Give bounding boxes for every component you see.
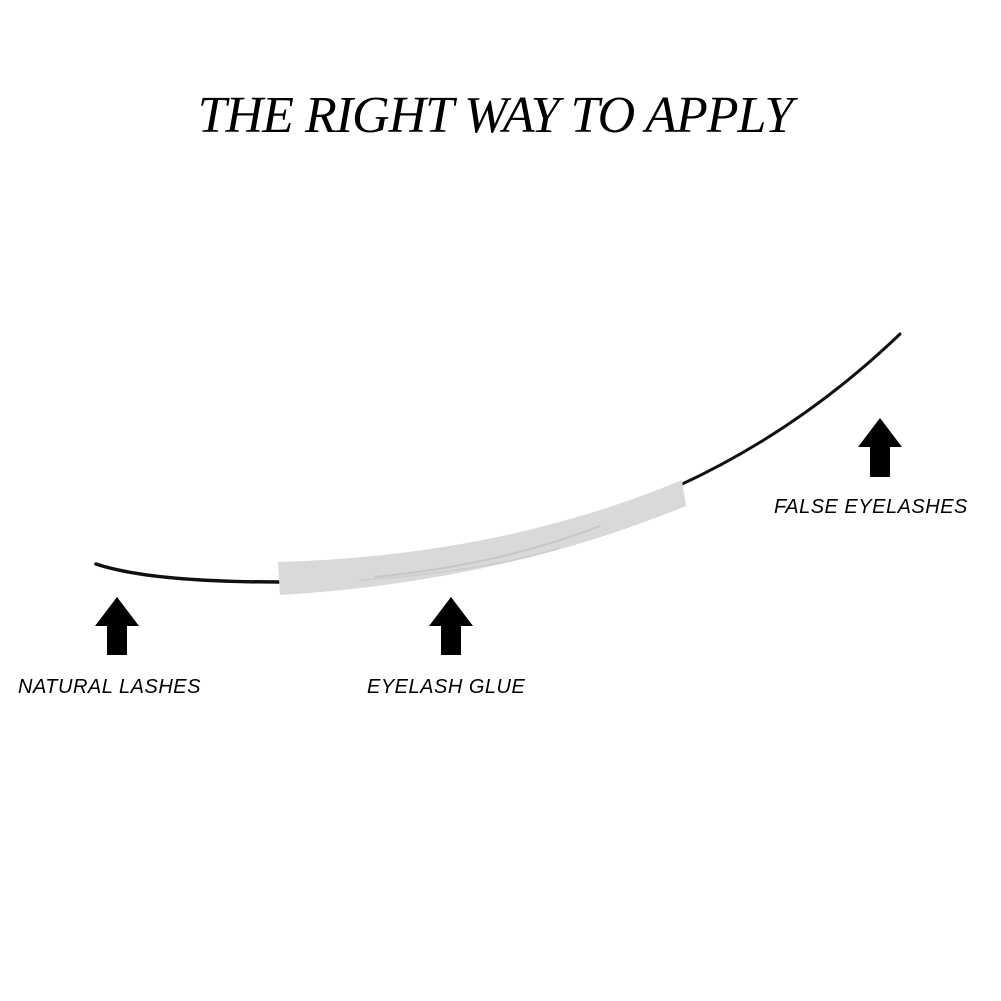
false-eyelashes-label: FALSE EYELASHES xyxy=(774,496,968,518)
natural-lashes-label: NATURAL LASHES xyxy=(18,676,201,698)
arrow-up-icon xyxy=(429,597,473,655)
arrow-up-icon xyxy=(95,597,139,655)
false-eyelash-strand xyxy=(676,332,902,488)
eyelash-glue-band xyxy=(278,480,686,595)
natural-lash-strand xyxy=(94,562,282,584)
page-title: THE RIGHT WAY TO APPLY xyxy=(197,87,794,144)
overlap-lash-line-2 xyxy=(359,547,561,581)
overlap-lash-line xyxy=(374,525,601,578)
arrow-up-icon xyxy=(858,418,902,477)
eyelash-glue-label: EYELASH GLUE xyxy=(367,676,526,698)
